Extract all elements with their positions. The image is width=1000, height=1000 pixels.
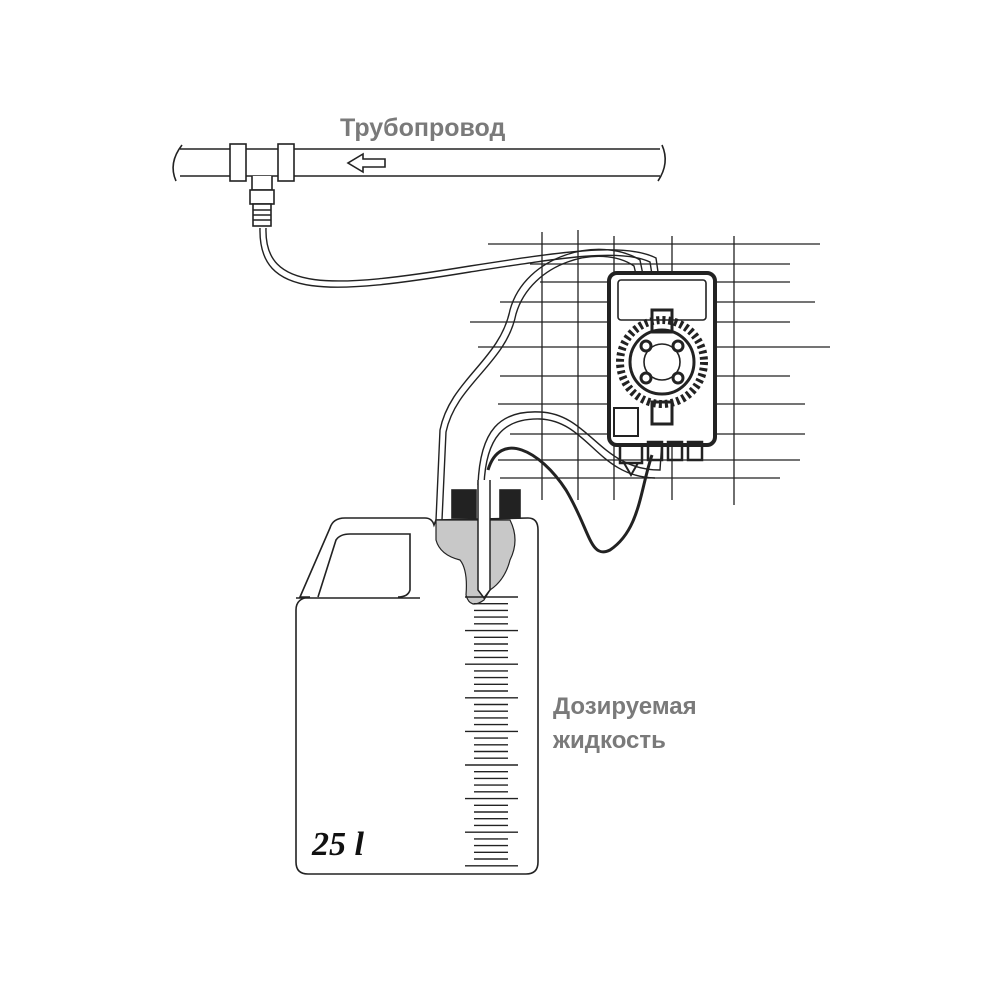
liquid-splash: [435, 519, 516, 605]
level-sensor-cable: [486, 446, 654, 554]
chemical-canister: [295, 480, 539, 875]
canister-volume-label: 25 l: [312, 826, 364, 863]
injection-tube: [259, 227, 663, 301]
pipeline: [172, 143, 666, 227]
dosing-pump: [607, 271, 717, 477]
level-scale: [465, 596, 518, 867]
pipeline-label: Трубопровод: [340, 114, 506, 142]
dosed-liquid-label-line1: Дозируемая: [553, 693, 697, 720]
dosed-liquid-label-line2: жидкость: [553, 727, 666, 754]
flow-direction-arrow: [346, 152, 386, 174]
suction-tube: [435, 248, 649, 521]
dosed-liquid-label: Дозируемая жидкость: [553, 690, 697, 758]
